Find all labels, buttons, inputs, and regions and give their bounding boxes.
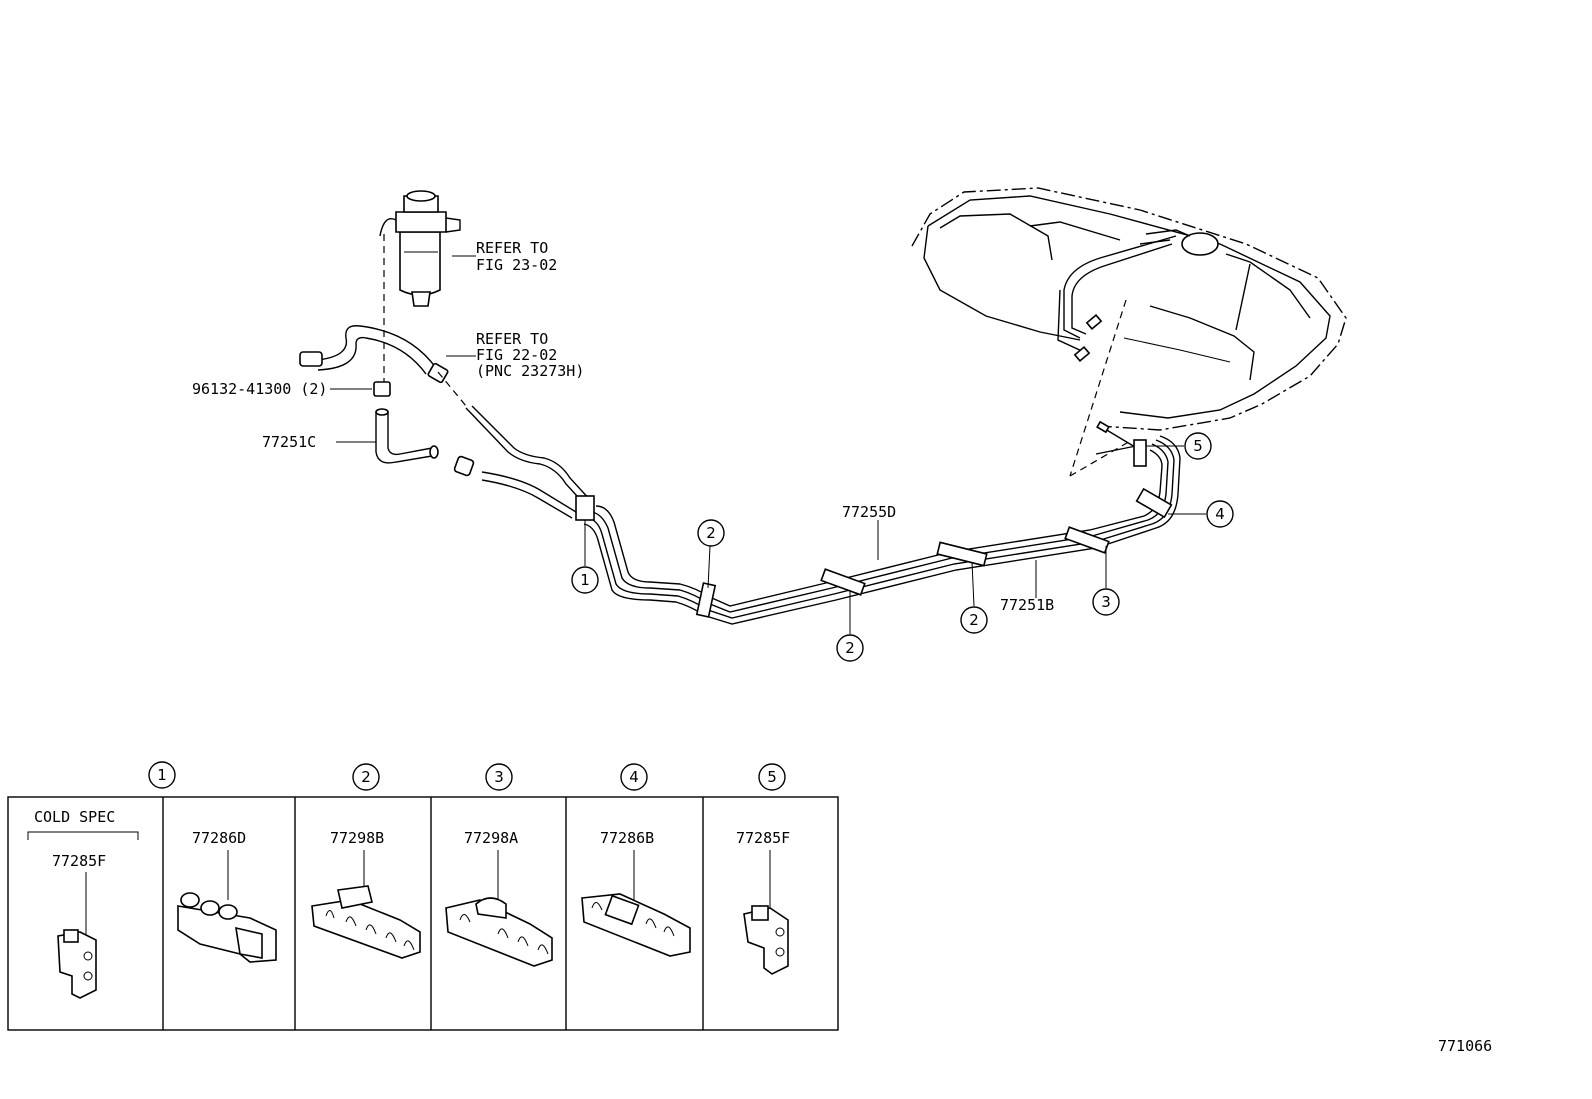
legend-num-3: 3: [485, 763, 513, 791]
legend-part-4: 77286B: [600, 829, 654, 847]
legend-num-4: 4: [620, 763, 648, 791]
legend-num-2: 2: [352, 763, 380, 791]
clamp-3: [1064, 526, 1110, 554]
clamp-2a: [695, 582, 717, 618]
svg-text:2: 2: [361, 768, 371, 786]
refer-fig-22-line2: FIG 22-02: [476, 346, 557, 364]
callout-5: 5: [1184, 432, 1212, 460]
hose-clip: [373, 381, 391, 397]
legend-part-3: 77298A: [464, 829, 518, 847]
svg-text:2: 2: [706, 524, 716, 542]
callout-1: 1: [571, 566, 599, 594]
clamp-1: [575, 495, 595, 521]
tube-main-label: 77255D: [842, 503, 896, 521]
clamp-77298a: [445, 897, 553, 967]
refer-fig-23-line2: FIG 23-02: [476, 256, 557, 274]
legend-num-1: 1: [148, 761, 176, 789]
fuel-hose-77251c: [375, 408, 439, 464]
callout-2a: 2: [697, 519, 725, 547]
svg-text:2: 2: [845, 639, 855, 657]
svg-text:5: 5: [767, 768, 777, 786]
legend-part-5: 77285F: [736, 829, 790, 847]
tube-end-clip: [453, 455, 475, 477]
clamp-5: [1133, 439, 1147, 467]
clamp-77286b: [581, 893, 691, 957]
fuel-tank: [911, 187, 1347, 431]
legend-part-1b: 77286D: [192, 829, 246, 847]
figure-id: 771066: [1438, 1037, 1492, 1055]
clamp-legend-table: 1 2 3 4 5 COLD SPEC 77285F 77286D 77298B…: [7, 761, 839, 1031]
clamp-2c: [936, 541, 988, 567]
svg-text:1: 1: [580, 571, 590, 589]
clamp-2b: [820, 568, 866, 596]
clamp-77286d: [177, 892, 277, 963]
fuel-hose-upper: [299, 325, 449, 384]
legend-num-5: 5: [758, 763, 786, 791]
svg-text:2: 2: [969, 611, 979, 629]
cold-spec-label: COLD SPEC: [34, 808, 115, 826]
clamp-77285f: [743, 905, 789, 975]
clamp-77285f-cold: [57, 929, 97, 999]
fuel-tube-bundle: [465, 405, 1181, 625]
callout-2c: 2: [960, 606, 988, 634]
svg-text:4: 4: [1215, 505, 1225, 523]
callout-3: 3: [1092, 588, 1120, 616]
refer-fig-23-line1: REFER TO: [476, 239, 548, 257]
callout-2b: 2: [836, 634, 864, 662]
refer-fig-22-line1: REFER TO: [476, 330, 548, 348]
svg-text:3: 3: [1101, 593, 1111, 611]
clip-part-label: 96132-41300 (2): [192, 380, 327, 398]
fuel-filter-assembly: [379, 190, 461, 307]
svg-text:1: 1: [157, 766, 167, 784]
tube-secondary-label: 77251B: [1000, 596, 1054, 614]
svg-text:5: 5: [1193, 437, 1203, 455]
svg-text:4: 4: [629, 768, 639, 786]
legend-part-1: 77285F: [52, 852, 106, 870]
legend-part-2: 77298B: [330, 829, 384, 847]
clamp-4: [1135, 487, 1173, 519]
svg-text:3: 3: [494, 768, 504, 786]
hose-part-label: 77251C: [262, 433, 316, 451]
refer-fig-22-line3: (PNC 23273H): [476, 362, 584, 380]
clamp-77298b: [311, 885, 421, 959]
callout-4: 4: [1206, 500, 1234, 528]
